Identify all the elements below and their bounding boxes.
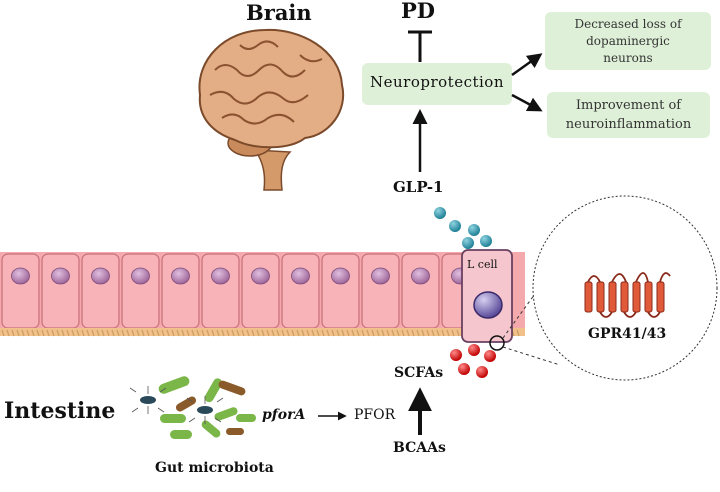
cell-nucleus [171,267,190,285]
brain-illustration [198,28,345,191]
epithelial-cell [201,253,240,329]
outcome-2-line-1: Improvement of [575,98,682,113]
receptor-spot [489,335,505,351]
neuroprotection-box [362,63,512,105]
cell-nucleus [251,267,270,285]
receptor-label: GPR41/43 [588,326,667,342]
neuroprotection-label: Neuroprotection [370,73,504,91]
epithelial-cell [321,253,360,329]
glp1-molecules [434,207,492,249]
epithelial-cell [401,253,440,329]
gpr41-43-receptor [584,272,671,318]
gut-bacteria [129,376,256,439]
epithelial-cell [281,253,320,329]
cell-nucleus [131,267,150,285]
outcome-box-1: Decreased loss of dopaminergic neurons [545,12,711,70]
arrow-to-outcome-1 [511,53,543,77]
intestine-label: Intestine [4,398,116,424]
epithelial-cell [241,253,280,329]
scfas-label: SCFAs [394,365,444,381]
cell-nucleus [411,267,430,285]
cell-nucleus [51,267,70,285]
scfa-molecules [450,344,496,378]
outcome-1-line-3: neurons [603,50,653,65]
outcome-2-line-2: neuroinflammation [565,117,692,132]
bcaas-label: BCAAs [393,440,446,456]
arrow-to-outcome-2 [511,93,543,112]
epithelial-cell [161,253,200,329]
intestinal-epithelium [0,252,525,337]
cell-nucleus [211,267,230,285]
cell-nucleus [11,267,30,285]
pd-label: PD [401,0,436,23]
outcome-box-2: Improvement of neuroinflammation [547,92,710,138]
outcome-1-line-1: Decreased loss of [574,16,682,31]
cell-nucleus [371,267,390,285]
gut-microbiota-label: Gut microbiota [155,460,274,476]
outcome-1-line-2: dopaminergic [586,33,670,48]
epithelial-cell [1,253,40,329]
cell-nucleus [331,267,350,285]
epithelial-cell [121,253,160,329]
pfora-label: pforA [262,407,306,423]
brain-label: Brain [246,0,312,25]
epithelial-cell [361,253,400,329]
cell-nucleus [91,267,110,285]
l-cell [461,249,513,343]
pfor-label: PFOR [354,407,396,423]
epithelial-cell [81,253,120,329]
epithelial-cell [41,253,80,329]
cell-nucleus [291,267,310,285]
l-cell-label: L cell [467,258,498,271]
glp1-label: GLP-1 [393,178,444,196]
